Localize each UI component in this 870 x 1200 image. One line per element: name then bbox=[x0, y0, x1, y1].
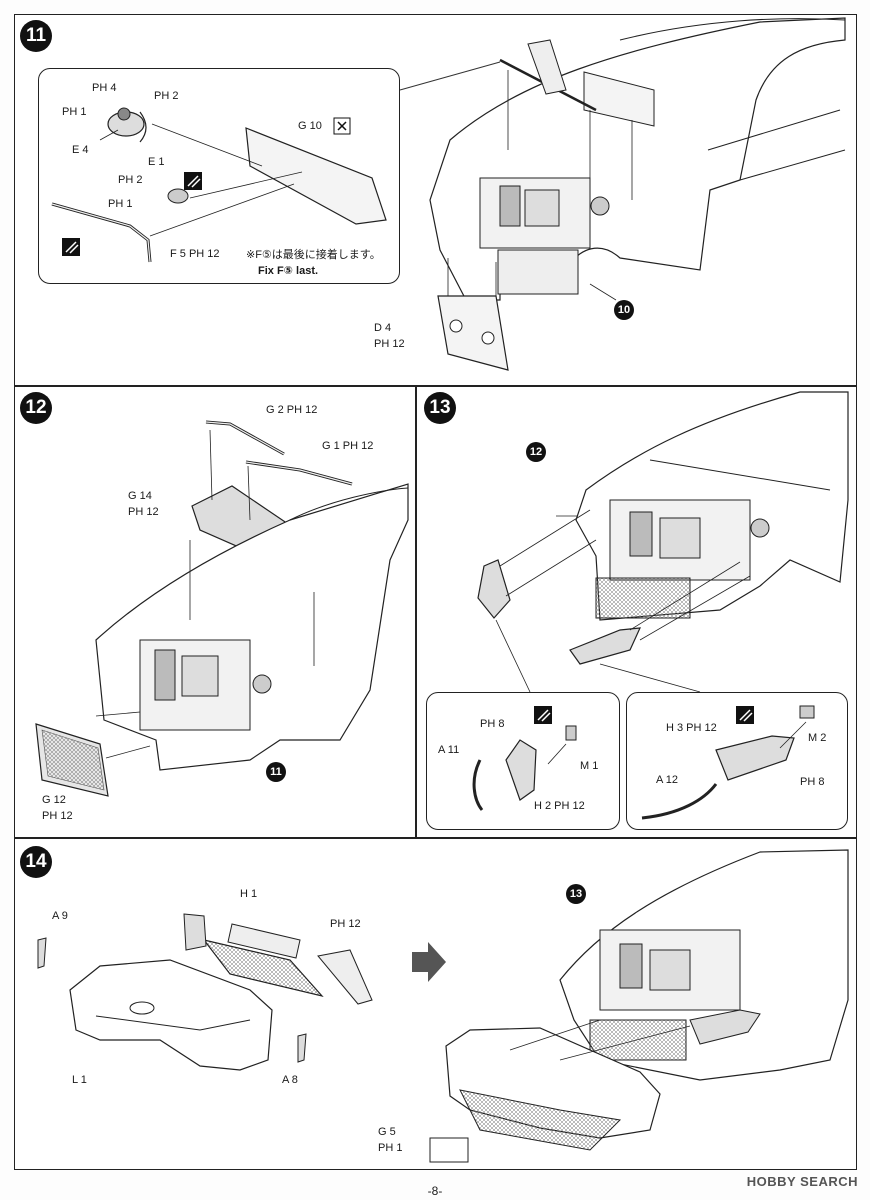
label-ph2: PH 2 bbox=[154, 90, 179, 102]
label-ph1-b: PH 1 bbox=[108, 198, 133, 210]
ref-step-10: 10 bbox=[614, 300, 634, 320]
label-ph8-a: PH 8 bbox=[480, 718, 505, 730]
label-m2: M 2 bbox=[808, 732, 827, 744]
ref-step-12: 12 bbox=[526, 442, 546, 462]
label-g2: G 2 PH 12 bbox=[266, 404, 318, 416]
label-a9: A 9 bbox=[52, 910, 68, 922]
label-g12: G 12 bbox=[42, 794, 66, 806]
watermark: HOBBY SEARCH bbox=[746, 1174, 858, 1189]
label-m1: M 1 bbox=[580, 760, 599, 772]
note-jp: ※F⑤は最後に接着します。 bbox=[246, 249, 381, 261]
label-ph1: PH 1 bbox=[62, 106, 87, 118]
label-ph12: PH 12 bbox=[330, 918, 361, 930]
label-g12-ph: PH 12 bbox=[42, 810, 73, 822]
label-f5: F 5 PH 12 bbox=[170, 248, 220, 260]
label-g5-ph: PH 1 bbox=[378, 1142, 403, 1154]
ref-step-13: 13 bbox=[566, 884, 586, 904]
note-en: Fix F⑤ last. bbox=[258, 265, 319, 277]
page-number: -8- bbox=[427, 1184, 443, 1198]
label-g5: G 5 bbox=[378, 1126, 396, 1138]
label-g1: G 1 PH 12 bbox=[322, 440, 374, 452]
label-e4: E 4 bbox=[72, 144, 89, 156]
label-a12: A 12 bbox=[656, 774, 679, 786]
label-h2: H 2 PH 12 bbox=[534, 800, 585, 812]
label-h1: H 1 bbox=[240, 888, 258, 900]
label-d4: D 4 bbox=[374, 322, 392, 334]
label-ph8-b: PH 8 bbox=[800, 776, 825, 788]
label-l1: L 1 bbox=[72, 1074, 87, 1086]
label-g14: G 14 bbox=[128, 490, 152, 502]
label-h3: H 3 PH 12 bbox=[666, 722, 717, 734]
label-e1: E 1 bbox=[148, 156, 165, 168]
label-g14-ph: PH 12 bbox=[128, 506, 159, 518]
label-ph2-b: PH 2 bbox=[118, 174, 143, 186]
step-11-badge: 11 bbox=[20, 20, 52, 52]
label-ph4: PH 4 bbox=[92, 82, 117, 94]
label-a11: A 11 bbox=[438, 744, 460, 756]
step-12-badge: 12 bbox=[20, 392, 52, 424]
step-13-badge: 13 bbox=[424, 392, 456, 424]
step-14-badge: 14 bbox=[20, 846, 52, 878]
ref-step-11: 11 bbox=[266, 762, 286, 782]
label-g10: G 10 bbox=[298, 120, 322, 132]
label-a8: A 8 bbox=[282, 1074, 298, 1086]
label-d4-ph: PH 12 bbox=[374, 338, 405, 350]
